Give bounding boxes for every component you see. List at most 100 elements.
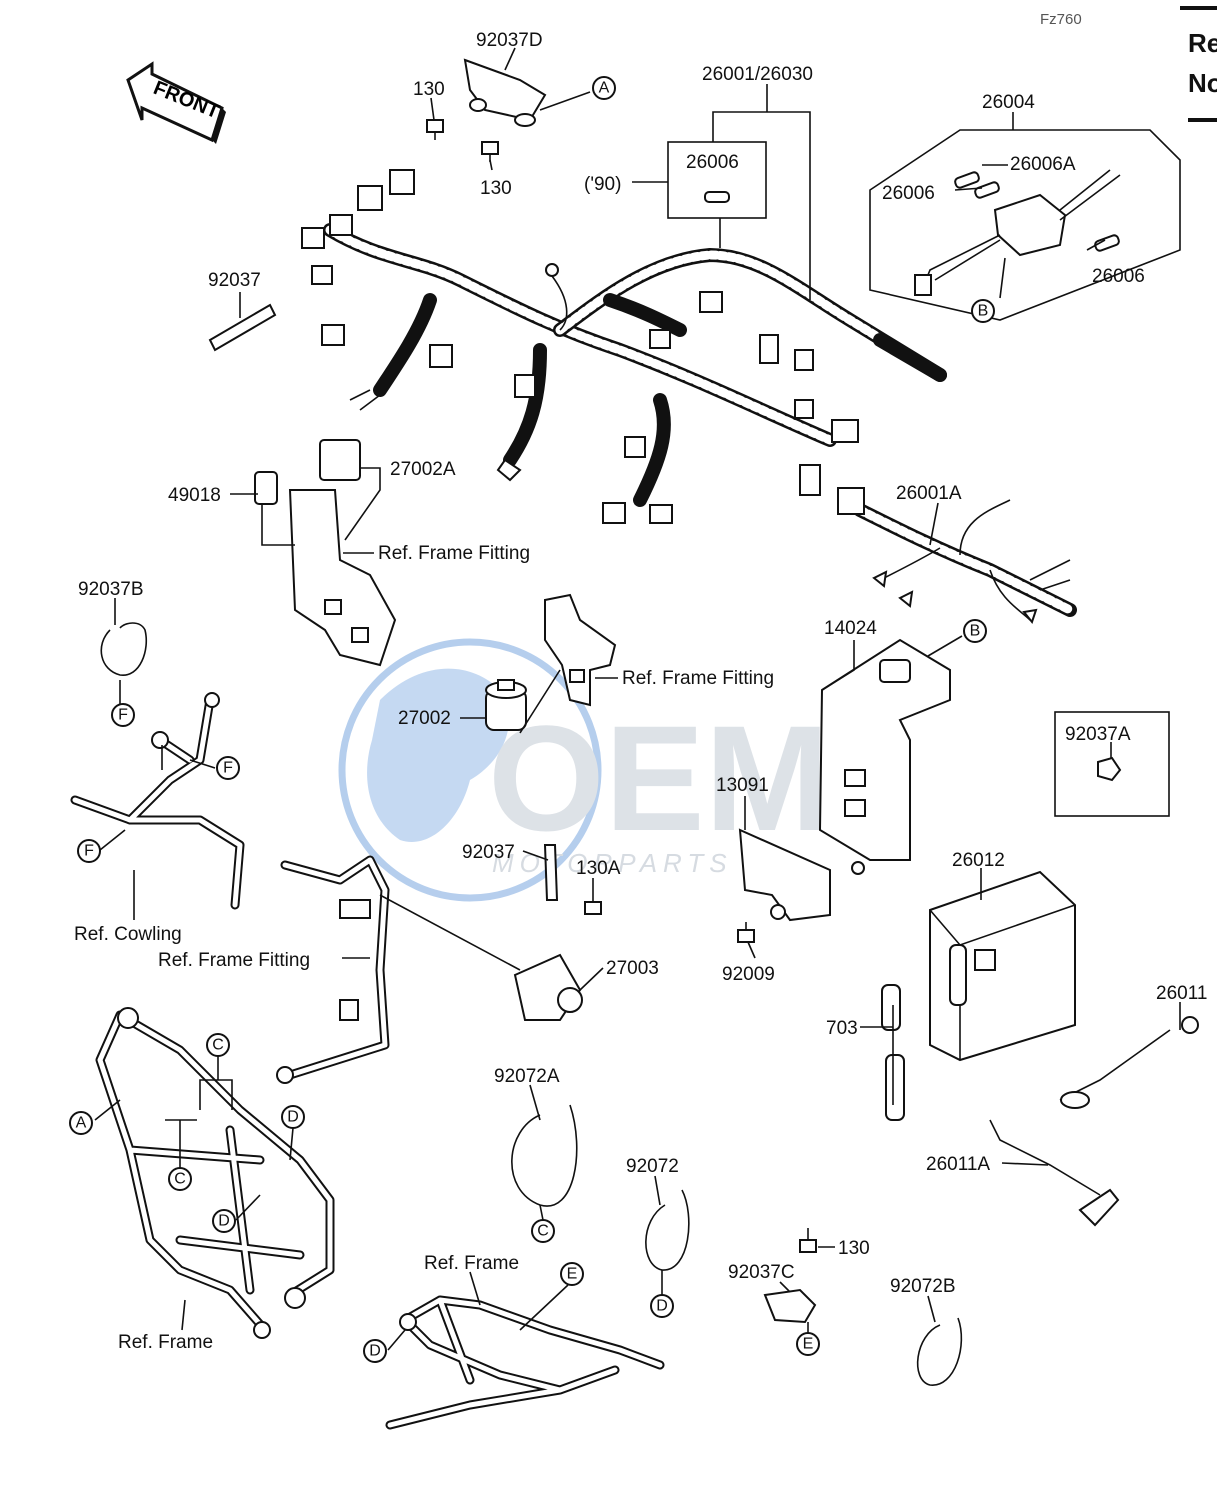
label-92009: 92009 bbox=[722, 964, 775, 985]
label-92072B: 92072B bbox=[890, 1276, 956, 1297]
callout-C-frame-top: C bbox=[206, 1033, 230, 1057]
svg-text:C: C bbox=[212, 1037, 224, 1054]
label-92037-top: 92037 bbox=[208, 270, 261, 291]
svg-text:F: F bbox=[223, 760, 233, 777]
callout-C-frame-low: C bbox=[168, 1167, 192, 1191]
label-130-a: 130 bbox=[413, 79, 445, 100]
part-92037-strap-mid bbox=[543, 844, 559, 901]
sub-harness-26001A bbox=[837, 487, 1077, 625]
callout-F-bracket-right: F bbox=[216, 756, 240, 780]
watermark-brand: OEM bbox=[488, 694, 830, 862]
part-92037-strap-top bbox=[208, 303, 277, 352]
corner-cut-text-1: Re bbox=[1188, 28, 1217, 58]
svg-text:F: F bbox=[84, 843, 94, 860]
callout-A-top: A bbox=[592, 76, 616, 100]
callout-D-band: D bbox=[650, 1294, 674, 1318]
label-92037B: 92037B bbox=[78, 579, 144, 600]
label-92072: 92072 bbox=[626, 1156, 679, 1177]
part-27002-flasher bbox=[485, 679, 527, 731]
motorcycle-rear-frame bbox=[385, 1295, 665, 1430]
svg-text:C: C bbox=[174, 1171, 186, 1188]
part-27002A-unit bbox=[319, 439, 361, 481]
label-13091: 13091 bbox=[716, 775, 769, 796]
part-92037C-clamp bbox=[763, 1288, 817, 1324]
oem-motorparts-watermark: OEM MOTORPARTS bbox=[338, 638, 830, 902]
label-130-b: 130 bbox=[480, 178, 512, 199]
corner-cut-text-2: No bbox=[1188, 68, 1217, 98]
part-26011A-cable bbox=[989, 1119, 1120, 1227]
callout-C-band: C bbox=[531, 1219, 555, 1243]
svg-text:A: A bbox=[599, 80, 610, 97]
label-26006-box: 26006 bbox=[686, 152, 739, 173]
svg-text:B: B bbox=[970, 623, 981, 640]
label-26011A: 26011A bbox=[926, 1154, 990, 1175]
bolt-130-top bbox=[426, 119, 444, 140]
svg-text:E: E bbox=[567, 1266, 578, 1283]
part-49018-relay bbox=[254, 471, 278, 505]
watermark-globe-icon bbox=[367, 668, 509, 842]
label-26001-26030: 26001/26030 bbox=[702, 64, 813, 85]
label-27002: 27002 bbox=[398, 708, 451, 729]
part-26006-box bbox=[667, 141, 767, 219]
label-26006-right: 26006 bbox=[1092, 266, 1145, 287]
frame-fitting-bracket-1 bbox=[288, 489, 397, 667]
svg-text:D: D bbox=[656, 1298, 668, 1315]
label-26004: 26004 bbox=[982, 92, 1035, 113]
part-92037B-band bbox=[100, 622, 147, 676]
label-92072A: 92072A bbox=[494, 1066, 560, 1087]
part-27003-horn bbox=[513, 953, 583, 1021]
label-49018: 49018 bbox=[168, 485, 221, 506]
watermark-ring bbox=[338, 638, 602, 902]
label-90: ('90) bbox=[584, 174, 621, 195]
callout-D-frame-right: D bbox=[281, 1105, 305, 1129]
bolt-130A bbox=[584, 894, 602, 915]
watermark-sub: MOTORPARTS bbox=[492, 848, 733, 878]
part-92072-band bbox=[645, 1189, 690, 1271]
svg-text:C: C bbox=[537, 1223, 549, 1240]
svg-text:D: D bbox=[287, 1109, 299, 1126]
bolt-130-third bbox=[799, 1228, 817, 1253]
part-labels: 92037D 130 130 26001/26030 26006 ('90) 2… bbox=[74, 30, 1207, 1353]
svg-text:E: E bbox=[803, 1336, 814, 1353]
svg-text:D: D bbox=[369, 1343, 381, 1360]
callout-D-rear-frame: D bbox=[363, 1339, 387, 1363]
label-26006A: 26006A bbox=[1010, 154, 1076, 175]
part-14024-tray bbox=[818, 638, 951, 875]
part-92072A-band bbox=[511, 1104, 578, 1207]
label-14024: 14024 bbox=[824, 618, 877, 639]
part-26011-cable bbox=[1059, 1016, 1199, 1109]
label-26012: 26012 bbox=[952, 850, 1005, 871]
label-27002A: 27002A bbox=[390, 459, 456, 480]
callout-F-band: F bbox=[111, 703, 135, 727]
label-ref-cowling: Ref. Cowling bbox=[74, 924, 182, 945]
label-703: 703 bbox=[826, 1018, 858, 1039]
callout-B-kit: B bbox=[971, 299, 995, 323]
label-92037A: 92037A bbox=[1065, 724, 1131, 745]
label-ref-frame-2: Ref. Frame bbox=[118, 1332, 213, 1353]
label-ref-frame-fitting-1: Ref. Frame Fitting bbox=[378, 543, 530, 564]
svg-text:F: F bbox=[118, 707, 128, 724]
main-wiring-harness bbox=[301, 169, 947, 524]
callout-E-clamp: E bbox=[796, 1332, 820, 1356]
part-92037A-box bbox=[1054, 711, 1170, 817]
part-703-tube bbox=[881, 984, 905, 1121]
frame-fitting-bracket-2 bbox=[544, 593, 617, 707]
callouts: A A B B C C C D D D D E E F F F bbox=[69, 76, 995, 1363]
bolt-92009 bbox=[737, 922, 755, 943]
callout-B-tray: B bbox=[963, 619, 987, 643]
part-26012-battery bbox=[929, 870, 1076, 1062]
callout-F-bracket-left: F bbox=[77, 839, 101, 863]
front-arrow-shadow bbox=[212, 108, 226, 144]
callout-A-frame: A bbox=[69, 1111, 93, 1135]
leader-lines bbox=[94, 47, 1181, 1351]
callout-D-frame-mid: D bbox=[212, 1209, 236, 1233]
label-27003: 27003 bbox=[606, 958, 659, 979]
svg-text:D: D bbox=[218, 1213, 230, 1230]
part-92037D-clamp bbox=[463, 58, 547, 127]
motorcycle-main-frame bbox=[95, 1007, 335, 1339]
label-26001A: 26001A bbox=[896, 483, 962, 504]
label-130-c: 130 bbox=[838, 1238, 870, 1259]
frame-fitting-bracket-3 bbox=[276, 855, 390, 1084]
callout-E-rear-frame: E bbox=[560, 1262, 584, 1286]
